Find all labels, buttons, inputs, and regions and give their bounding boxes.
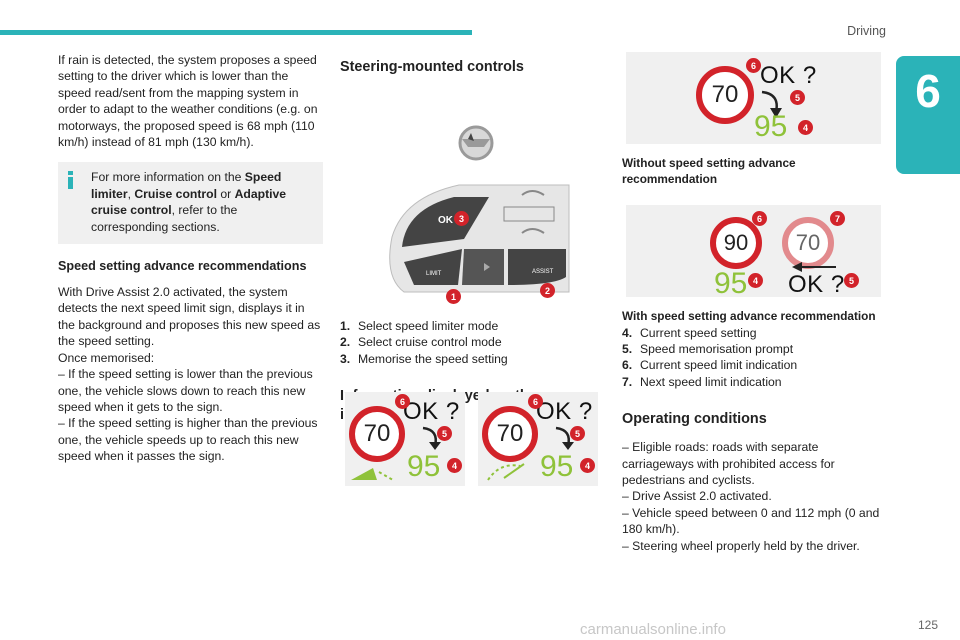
column-right: 70 OK ? 95 6 5 4 Without speed setting a… — [622, 52, 884, 554]
badge-6: 6 — [752, 211, 767, 226]
section-name: Driving — [847, 24, 886, 38]
ok-prompt: OK ? — [403, 398, 460, 425]
current-speed-limit-sign: 90 — [710, 217, 762, 269]
badge-5: 5 — [790, 90, 805, 105]
ok-prompt: OK ? — [536, 398, 593, 425]
list-item: 6.Current speed limit indication — [622, 358, 798, 373]
paragraph-once-memorised: Once memorised: — [58, 350, 155, 365]
badge-6: 6 — [528, 394, 543, 409]
caption-with-advance: With speed setting advance recommendatio… — [622, 309, 876, 323]
watermark: carmanualsonline.info — [580, 621, 726, 638]
speed-limit-sign: 70 — [349, 406, 405, 462]
page-number: 125 — [917, 618, 938, 632]
arrow-down-icon — [761, 90, 782, 118]
badge-7: 7 — [830, 211, 845, 226]
speed-setting: 95 — [407, 450, 441, 483]
speed-limit-sign: 70 — [482, 406, 538, 462]
badge-1: 1 — [446, 289, 461, 304]
arrow-down-icon — [422, 426, 441, 450]
badge-5: 5 — [437, 426, 452, 441]
ok-button-label: OK — [438, 215, 453, 226]
column-middle: Steering-mounted controls OK LIMIT ASSIS… — [340, 52, 605, 435]
list-item: 7.Next speed limit indication — [622, 374, 782, 389]
heading-operating-conditions: Operating conditions — [622, 411, 767, 428]
figure-with-advance: 90 70 95 OK ? 6 7 4 5 — [626, 205, 881, 300]
badge-3: 3 — [454, 211, 469, 226]
speedometer-arc-icon — [487, 463, 525, 481]
badge-5: 5 — [570, 426, 585, 441]
figure-without-advance: 70 OK ? 95 6 5 4 — [626, 52, 881, 144]
badge-4: 4 — [580, 458, 595, 473]
list-item: 5.Speed memorisation prompt — [622, 341, 794, 356]
list-item: 4.Current speed setting — [622, 325, 757, 340]
steering-buttons-icon — [344, 177, 589, 302]
column-left: If rain is detected, the system proposes… — [58, 52, 323, 465]
badge-6: 6 — [395, 394, 410, 409]
arrow-left-icon — [792, 262, 836, 272]
badge-4: 4 — [798, 120, 813, 135]
badge-4: 4 — [447, 458, 462, 473]
arrow-down-icon — [555, 426, 574, 450]
limit-button-label: LIMIT — [426, 271, 442, 277]
paragraph-rain: If rain is detected, the system proposes… — [58, 53, 318, 150]
cluster-figure-left: 70 OK ? 95 6 5 4 — [345, 392, 465, 486]
paragraph-lower-speed: – If the speed setting is lower than the… — [58, 367, 313, 414]
speed-setting: 95 — [754, 110, 788, 143]
cluster-figure-right: 70 OK ? 95 6 5 4 — [478, 392, 598, 486]
badge-6: 6 — [746, 58, 761, 73]
heading-advance-recommendations: Speed setting advance recommendations — [58, 259, 307, 274]
list-item: 2.Select cruise control mode — [340, 335, 502, 350]
condition-item: – Vehicle speed between 0 and 112 mph (0… — [622, 505, 880, 537]
legend-list: 4.Current speed setting 5.Speed memorisa… — [622, 325, 884, 391]
header-accent-bar — [0, 30, 472, 35]
steering-wheel-icon — [458, 125, 494, 161]
badge-2: 2 — [540, 283, 555, 298]
paragraph-drive-assist: With Drive Assist 2.0 activated, the sys… — [58, 285, 321, 349]
info-icon — [68, 171, 73, 190]
condition-item: – Eligible roads: roads with separate ca… — [622, 440, 835, 487]
speed-setting: 95 — [714, 267, 748, 300]
badge-4: 4 — [748, 273, 763, 288]
speedometer-arc-icon — [351, 468, 394, 481]
ok-prompt: OK ? — [760, 62, 817, 89]
paragraph-higher-speed: – If the speed setting is higher than th… — [58, 416, 318, 464]
badge-5: 5 — [844, 273, 859, 288]
condition-item: – Steering wheel properly held by the dr… — [622, 538, 860, 553]
list-item: 1.Select speed limiter mode — [340, 319, 499, 333]
condition-item: – Drive Assist 2.0 activated. — [622, 489, 772, 504]
steering-buttons-illustration: OK LIMIT ASSIST 3 1 2 — [344, 177, 589, 304]
ok-prompt: OK ? — [788, 271, 845, 298]
assist-button-label: ASSIST — [532, 269, 554, 275]
list-item: 3.Memorise the speed setting — [340, 351, 508, 366]
speed-limit-sign: 70 — [696, 66, 754, 124]
info-text: For more information on the Speed limite… — [91, 170, 287, 234]
caption-without-advance: Without speed setting advance recommenda… — [622, 156, 796, 186]
steering-wheel-illustration — [344, 89, 589, 177]
info-box: For more information on the Speed limite… — [58, 162, 323, 245]
controls-list: 1.Select speed limiter mode 2.Select cru… — [340, 318, 605, 367]
speed-setting: 95 — [540, 450, 574, 483]
chapter-tab: 6 — [896, 56, 960, 174]
heading-steering-controls: Steering-mounted controls — [340, 59, 524, 75]
